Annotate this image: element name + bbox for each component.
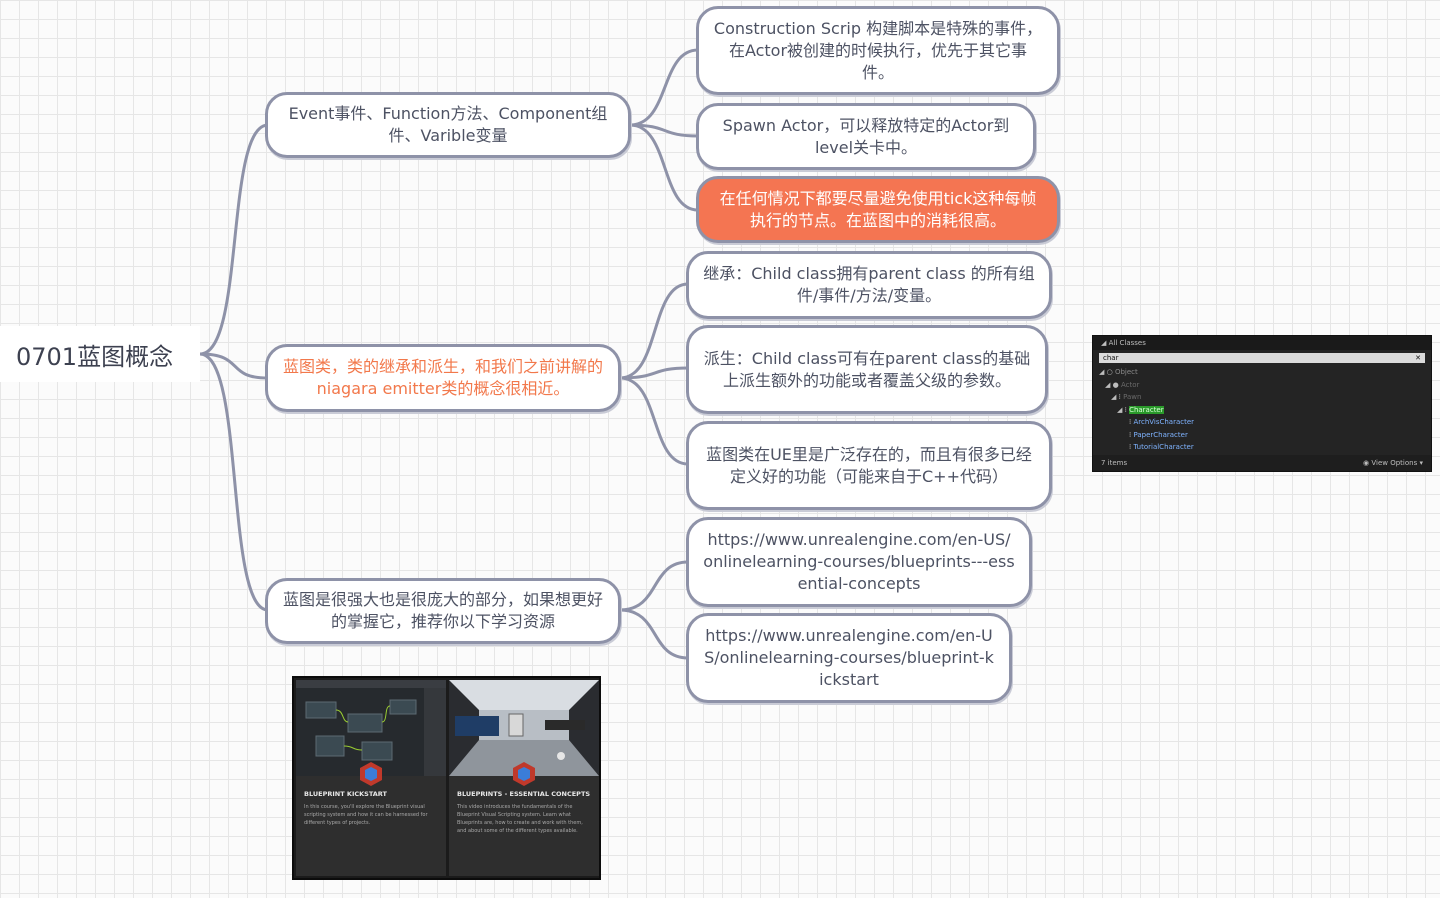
tree-item-archvis: ⁞ ArchVisCharacter [1129,418,1195,426]
class-picker-footer: 7 items ◉ View Options ▾ [1093,455,1431,471]
essential-thumbnail [449,680,599,776]
tree-item-label: PaperCharacter [1133,430,1188,439]
branch-blueprint-class[interactable]: 蓝图类，类的继承和派生，和我们之前讲解的niagara emitter类的概念很… [265,344,621,412]
course-cards-screenshot: BLUEPRINT KICKSTART In this course, you'… [292,676,601,880]
branch-learning-resources[interactable]: 蓝图是很强大也是很庞大的部分，如果想更好的掌握它，推荐你以下学习资源 [265,578,621,644]
node-inheritance[interactable]: 继承：Child class拥有parent class 的所有组件/事件/方法… [686,251,1052,319]
branch-concepts-label: Event事件、Function方法、Component组件、Varible变量 [288,104,608,145]
node-inheritance-label: 继承：Child class拥有parent class 的所有组件/事件/方法… [703,264,1035,305]
tree-item-label: Actor [1120,380,1140,389]
node-avoid-tick-label: 在任何情况下都要尽量避免使用tick这种每帧执行的节点。在蓝图中的消耗很高。 [719,188,1037,230]
course-card-title: BLUEPRINT KICKSTART [304,790,387,798]
kickstart-thumbnail [296,680,446,776]
branch-blueprint-class-label: 蓝图类，类的继承和派生，和我们之前讲解的niagara emitter类的概念很… [282,357,603,398]
tree-item-tutorial: ⁞ TutorialCharacter [1129,443,1194,451]
connector-b3-c2 [619,608,689,660]
connector-root-branch-1 [199,123,269,356]
link-essential-concepts[interactable]: https://www.unrealengine.com/en-US/onlin… [703,530,1015,593]
class-picker-header-label: All Classes [1108,339,1146,347]
class-picker-search-value: char [1103,354,1119,362]
connector-root-branch-3 [199,352,269,612]
node-construction-script[interactable]: Construction Scrip 构建脚本是特殊的事件，在Actor被创建的… [696,6,1060,95]
connector-b2-c1 [619,282,689,380]
node-construction-script-label: Construction Scrip 构建脚本是特殊的事件，在Actor被创建的… [713,18,1043,82]
tree-item-actor: ◢ ● Actor [1105,380,1140,389]
item-count: 7 items [1101,459,1128,467]
node-blueprint-in-ue-label: 蓝图类在UE里是广泛存在的，而且有很多已经定义好的功能（可能来自于C++代码） [706,444,1032,486]
tree-item-pawn: ◢ ⁞ Pawn [1111,393,1142,401]
tree-item-label: Object [1114,368,1138,376]
connector-root-branch-2 [199,352,269,380]
root-topic[interactable]: 0701蓝图概念 [0,326,200,382]
branch-learning-resources-label: 蓝图是很强大也是很庞大的部分，如果想更好的掌握它，推荐你以下学习资源 [282,590,603,631]
class-picker-header: ◢ All Classes [1093,336,1431,350]
tree-item-paper: ⁞ PaperCharacter [1129,430,1188,439]
tree-item-label: Pawn [1123,393,1142,401]
course-card-essential: BLUEPRINTS - ESSENTIAL CONCEPTS This vid… [449,680,599,876]
class-picker-search: char ✕ [1099,353,1425,363]
tree-item-character: ◢ ⁞ Character [1117,405,1164,414]
node-link-kickstart[interactable]: https://www.unrealengine.com/en-US/onlin… [686,613,1012,703]
course-card-description: This video introduces the fundamentals o… [457,804,583,834]
connector-b2-c2 [619,366,689,380]
close-icon: ✕ [1415,354,1421,362]
blueprint-badge-icon [513,762,535,786]
view-options: ◉ View Options ▾ [1363,459,1423,467]
eye-icon: ◉ [1363,459,1370,467]
course-card-description: In this course, you'll explore the Bluep… [304,804,428,826]
connector-b1-c1 [629,48,699,127]
course-card-kickstart: BLUEPRINT KICKSTART In this course, you'… [296,680,446,876]
node-spawn-actor[interactable]: Spawn Actor，可以释放特定的Actor到level关卡中。 [696,103,1036,170]
course-card-title: BLUEPRINTS - ESSENTIAL CONCEPTS [457,790,591,798]
connector-b2-c3 [619,376,689,466]
connector-b1-c3 [629,123,699,212]
link-kickstart[interactable]: https://www.unrealengine.com/en-US/onlin… [704,626,994,689]
tree-item-object: ◢ ○ Object [1099,368,1138,376]
node-derivation[interactable]: 派生：Child class可有在parent class的基础上派生额外的功能… [686,325,1048,414]
tree-item-label: Character [1129,405,1164,414]
tree-item-label: TutorialCharacter [1133,443,1194,451]
node-blueprint-in-ue[interactable]: 蓝图类在UE里是广泛存在的，而且有很多已经定义好的功能（可能来自于C++代码） [686,421,1052,510]
root-topic-label: 0701蓝图概念 [16,342,174,371]
view-options-label: View Options [1371,459,1418,467]
blueprint-badge-icon [360,762,382,786]
node-link-essential-concepts[interactable]: https://www.unrealengine.com/en-US/onlin… [686,517,1032,607]
class-picker-screenshot: ◢ All Classes char ✕ ◢ ○ Object ◢ ● Acto… [1092,335,1432,472]
node-spawn-actor-label: Spawn Actor，可以释放特定的Actor到level关卡中。 [722,115,1010,157]
connector-b3-c1 [619,560,689,612]
node-derivation-label: 派生：Child class可有在parent class的基础上派生额外的功能… [703,348,1031,390]
node-avoid-tick[interactable]: 在任何情况下都要尽量避免使用tick这种每帧执行的节点。在蓝图中的消耗很高。 [696,176,1060,243]
connector-b1-c2 [629,123,699,138]
tree-item-label: ArchVisCharacter [1133,418,1195,426]
branch-concepts[interactable]: Event事件、Function方法、Component组件、Varible变量 [265,92,631,158]
